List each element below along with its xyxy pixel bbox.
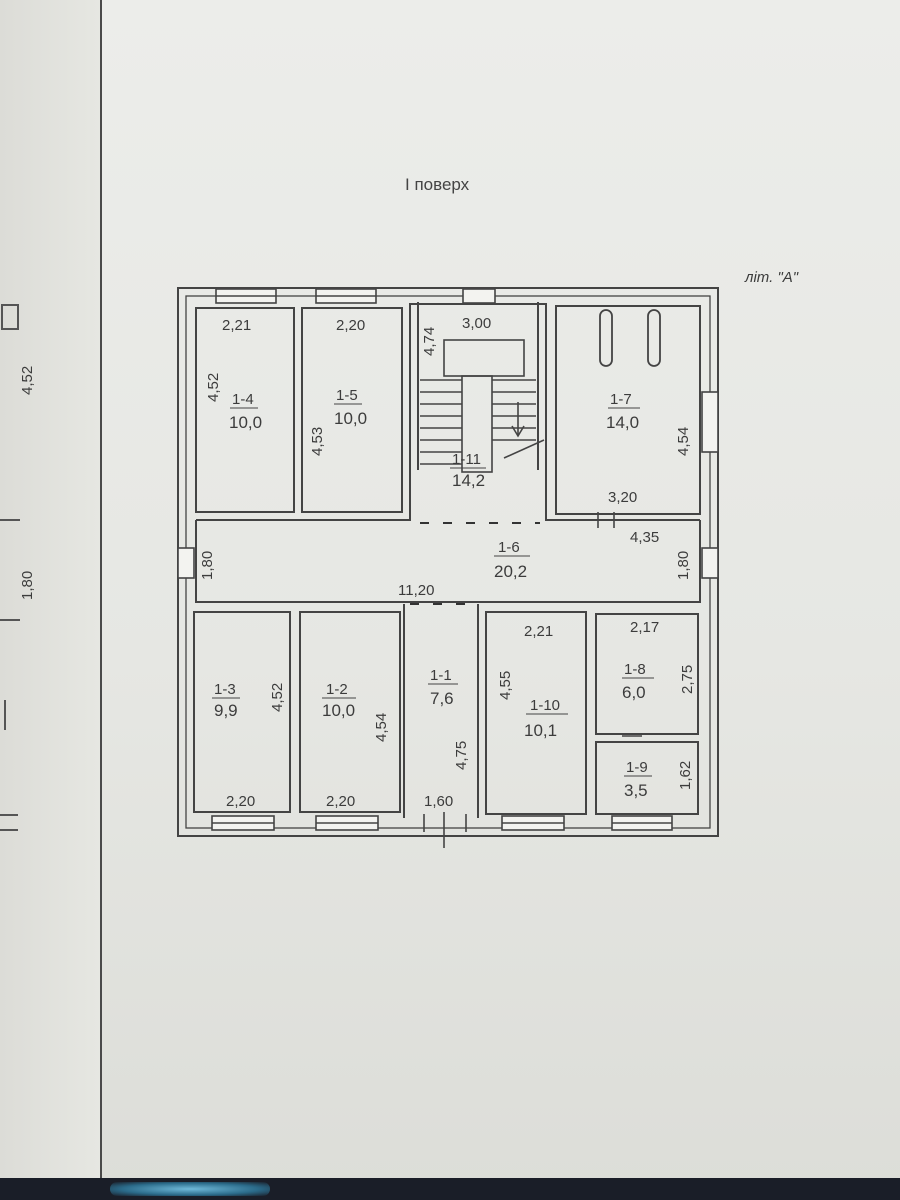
floor-title: І поверх [405, 175, 470, 194]
letter-label: літ. "А" [744, 269, 799, 286]
room-1-9-area: 3,5 [624, 781, 648, 800]
dim-r18-width: 2,17 [630, 619, 659, 636]
corridor-walls [195, 302, 701, 818]
room-1-10-area: 10,1 [524, 721, 557, 740]
dim-r17-height: 4,54 [675, 427, 692, 456]
dim-r13-height: 4,52 [269, 683, 286, 712]
taskbar [0, 1178, 900, 1200]
room-1-4-id: 1-4 [232, 391, 254, 408]
dim-r14-height: 4,52 [205, 373, 222, 402]
adjacent-page-fragments [0, 304, 20, 831]
boiler-fixtures [599, 309, 661, 367]
dimension-labels: 2,21 4,52 2,20 4,53 4,74 3,00 4,54 3,20 … [199, 315, 696, 810]
room-1-5-area: 10,0 [334, 409, 367, 428]
room-1-11-id: 1-11 [452, 451, 481, 468]
dim-r19-height: 1,62 [677, 761, 694, 790]
building-outline [177, 287, 719, 837]
dim-r15-height: 4,53 [309, 427, 326, 456]
taskbar-glow [110, 1182, 270, 1196]
room-1-7-outline [555, 305, 701, 515]
room-1-4-outline [195, 307, 295, 513]
door-marks [423, 512, 642, 848]
dim-r11-width: 1,60 [424, 793, 453, 810]
margin-dimension-1: 4,52 [19, 366, 36, 395]
dim-r18-height: 2,75 [679, 665, 696, 694]
dim-stair-height: 4,74 [421, 327, 438, 356]
dim-r14-width: 2,21 [222, 317, 251, 334]
room-1-6-area: 20,2 [494, 562, 527, 581]
room-1-9-outline [595, 741, 699, 815]
room-1-2-id: 1-2 [326, 681, 348, 698]
dim-r12-height: 4,54 [373, 713, 390, 742]
windows [177, 288, 719, 831]
staircase [420, 339, 545, 473]
room-1-6-id: 1-6 [498, 539, 520, 556]
dim-corridor-length: 11,20 [398, 582, 434, 599]
openings-dashed [410, 522, 540, 605]
room-1-1-id: 1-1 [430, 667, 452, 684]
room-1-10-id: 1-10 [530, 697, 560, 714]
room-1-11-area: 14,2 [452, 471, 485, 490]
dim-r17-width: 3,20 [608, 489, 637, 506]
room-1-7-area: 14,0 [606, 413, 639, 432]
room-1-5-outline [301, 307, 403, 513]
room-1-8-area: 6,0 [622, 683, 646, 702]
margin-dimension-2: 1,80 [19, 571, 36, 600]
dim-r15-width: 2,20 [336, 317, 365, 334]
room-1-2-outline [299, 611, 401, 813]
dim-corridor-left-height: 1,80 [199, 551, 216, 580]
room-1-3-area: 9,9 [214, 701, 238, 720]
dim-r13-width: 2,20 [226, 793, 255, 810]
room-1-9-id: 1-9 [626, 759, 648, 776]
room-1-8-id: 1-8 [624, 661, 646, 678]
room-1-10-outline [485, 611, 587, 815]
room-1-3-id: 1-3 [214, 681, 236, 698]
dim-corridor-right: 4,35 [630, 529, 659, 546]
room-outlines [193, 305, 701, 815]
room-1-5-id: 1-5 [336, 387, 358, 404]
dim-corridor-right-height: 1,80 [675, 551, 692, 580]
room-1-8-outline [595, 613, 699, 735]
room-1-4-area: 10,0 [229, 413, 262, 432]
adjacent-page-strip [0, 0, 102, 1180]
dim-r12-width: 2,20 [326, 793, 355, 810]
room-1-3-outline [193, 611, 291, 813]
room-1-2-area: 10,0 [322, 701, 355, 720]
dim-r110-height: 4,55 [497, 671, 514, 700]
room-1-1-area: 7,6 [430, 689, 454, 708]
dim-stair-width: 3,00 [462, 315, 491, 332]
dim-r11-height: 4,75 [453, 741, 470, 770]
room-labels: 1-4 10,0 1-5 10,0 1-11 14,2 1-7 14,0 1-6… [212, 387, 654, 800]
room-1-7-id: 1-7 [610, 391, 632, 408]
dim-r110-width: 2,21 [524, 623, 553, 640]
